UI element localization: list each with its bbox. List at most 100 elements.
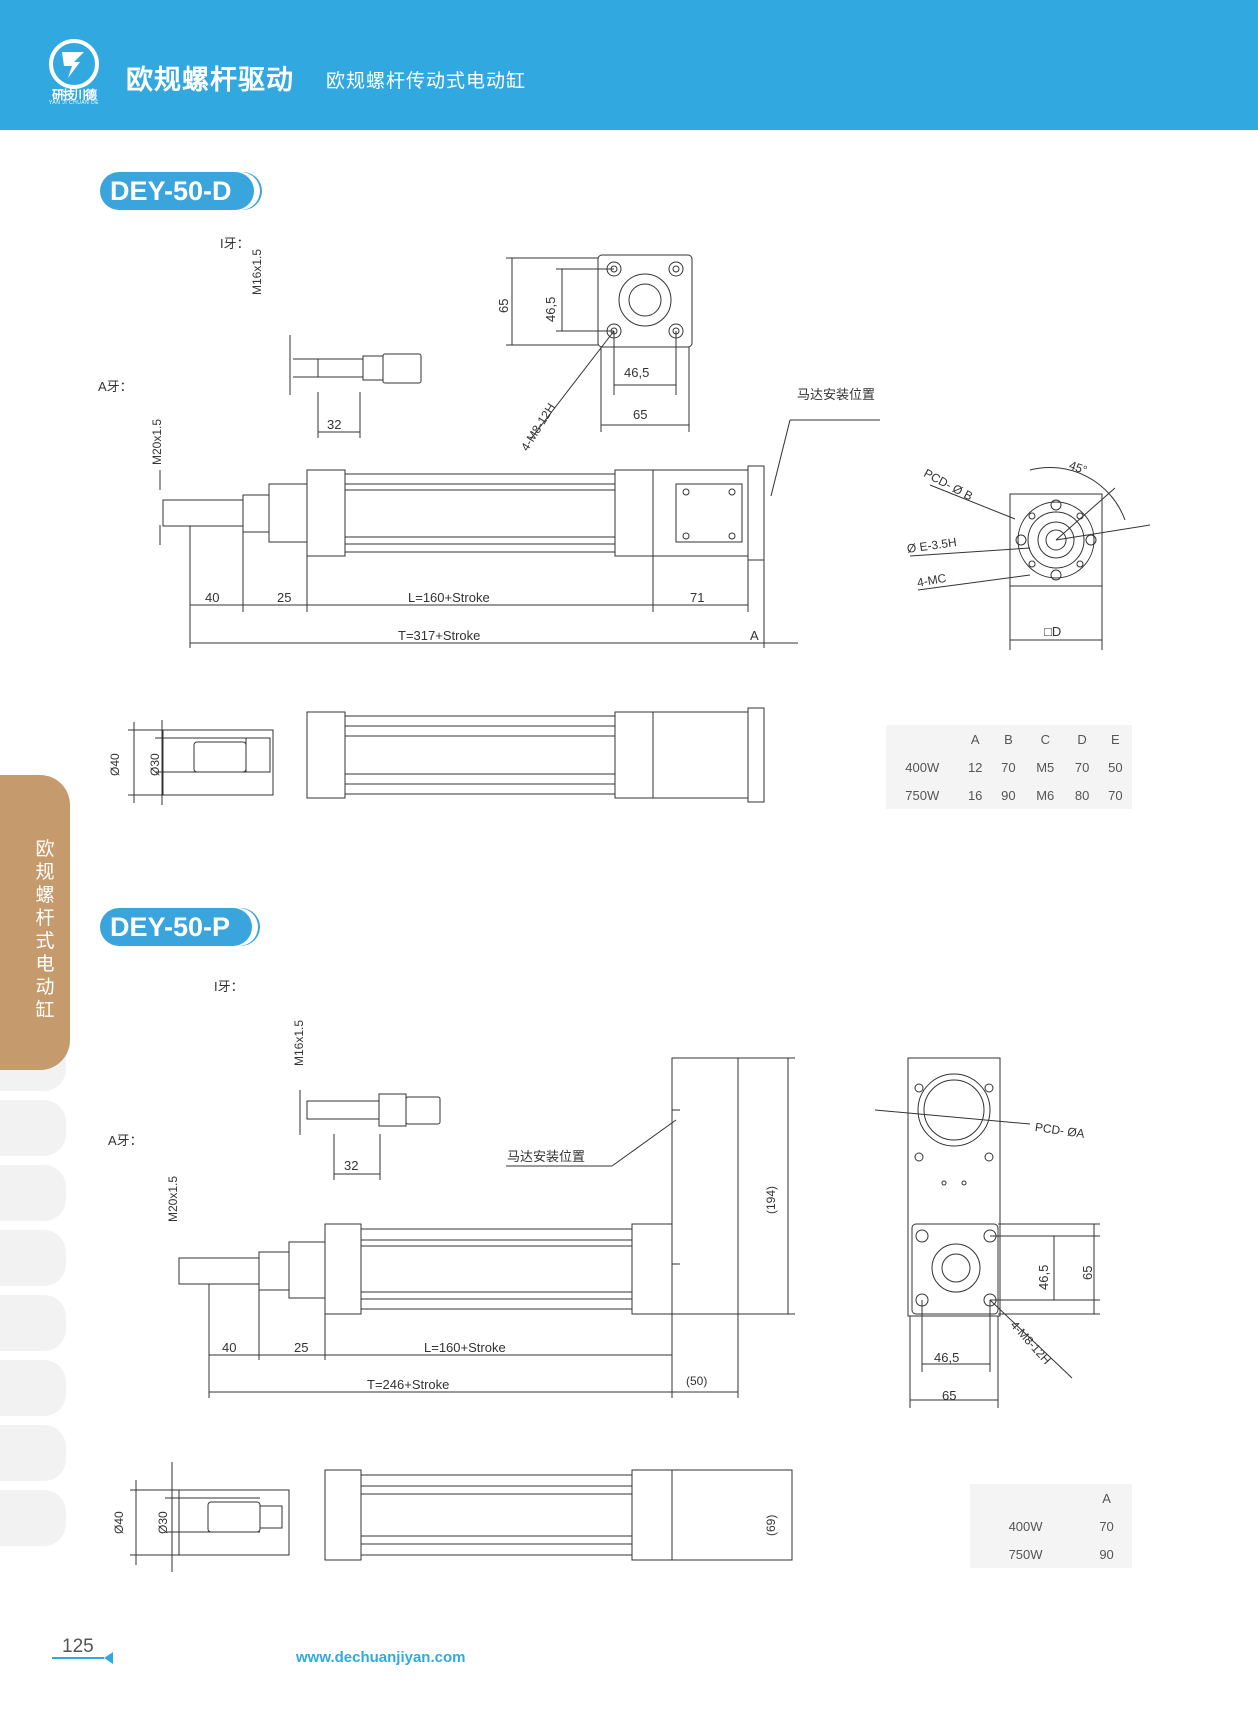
table-cell: 70 bbox=[1099, 1518, 1114, 1534]
table-header bbox=[970, 1484, 1081, 1512]
dim-dia40-d: Ø40 bbox=[108, 753, 122, 776]
motor-position-label-d: 马达安装位置 bbox=[797, 387, 876, 402]
dim-m16-d: M16x1.5 bbox=[250, 248, 264, 295]
side-tab-ghost bbox=[0, 1490, 66, 1546]
model-title-d: DEY-50-D bbox=[100, 172, 254, 210]
dim-dia30-p: Ø30 bbox=[156, 1511, 170, 1534]
label-a-thread-d: A牙： bbox=[98, 379, 133, 394]
dim-32-p: 32 bbox=[344, 1158, 359, 1173]
dim-46-5-horiz-d: 46,5 bbox=[624, 365, 650, 380]
table-cell: 750W bbox=[1008, 1546, 1043, 1562]
dim-32-d: 32 bbox=[327, 417, 342, 432]
side-tab-ghost bbox=[0, 1295, 66, 1351]
table-cell: 50 bbox=[1108, 759, 1123, 775]
table-header: E bbox=[1111, 731, 1120, 747]
label-i-thread-d: I牙： bbox=[220, 236, 250, 251]
table-header: B bbox=[1004, 731, 1013, 747]
dim-25-p: 25 bbox=[294, 1340, 309, 1355]
side-tab-ghost bbox=[0, 1165, 66, 1221]
table-cell: 16 bbox=[967, 787, 983, 803]
page-number: 125 bbox=[62, 1636, 94, 1657]
dim-65-horiz-p: 65 bbox=[942, 1388, 957, 1403]
page-header: 研技川德 YAN JI CHUAN DE 欧规螺杆驱动 欧规螺杆传动式电动缸 bbox=[0, 0, 1258, 130]
spec-table-d: A B C D E 400W 12 70 M5 70 50 750W 16 90… bbox=[886, 725, 1132, 809]
table-cell: 400W bbox=[1008, 1518, 1043, 1534]
table-cell: 12 bbox=[967, 759, 983, 775]
label-a-thread-p: A牙： bbox=[108, 1133, 143, 1148]
table-cell: 90 bbox=[1001, 787, 1016, 803]
bolt-spec-d: 4-M8-12H bbox=[518, 400, 559, 454]
table-header-row: A B C D E bbox=[886, 725, 1132, 753]
dim-65-horiz-d: 65 bbox=[633, 407, 648, 422]
table-header: A bbox=[1102, 1490, 1111, 1506]
side-tab-ghost bbox=[0, 1230, 66, 1286]
dim-65-vert-p: 65 bbox=[1080, 1265, 1095, 1280]
table-row: 400W 70 bbox=[970, 1512, 1132, 1540]
page-title: 欧规螺杆驱动 bbox=[126, 65, 294, 95]
dim-m20-p: M20x1.5 bbox=[166, 1175, 180, 1222]
dim-46-5-horiz-p: 46,5 bbox=[934, 1350, 960, 1365]
table-cell: 70 bbox=[1001, 759, 1016, 775]
table-row: 750W 90 bbox=[970, 1540, 1132, 1568]
dim-m20-d: M20x1.5 bbox=[150, 418, 164, 465]
mc-label: 4-MC bbox=[916, 570, 948, 590]
dim-m16-p: M16x1.5 bbox=[292, 1019, 306, 1066]
dim-46-5-vert-d: 46,5 bbox=[543, 296, 558, 322]
table-cell: M5 bbox=[1036, 759, 1055, 775]
dim-25-d: 25 bbox=[277, 590, 292, 605]
table-cell: 750W bbox=[905, 787, 940, 803]
table-cell: 90 bbox=[1099, 1546, 1114, 1562]
dim-dia30-d: Ø30 bbox=[148, 753, 162, 776]
dim-46-5-vert-p: 46,5 bbox=[1036, 1264, 1051, 1290]
dim-40-p: 40 bbox=[222, 1340, 237, 1355]
dim-a-d: A bbox=[750, 628, 759, 643]
side-category-label: 欧规螺杆式电动缸 bbox=[35, 839, 55, 1021]
dim-t-p: T=246+Stroke bbox=[367, 1377, 450, 1392]
table-row: 400W 12 70 M5 70 50 bbox=[886, 753, 1132, 781]
dim-194-p: (194) bbox=[764, 1185, 778, 1214]
angle-45-label: 45° bbox=[1067, 458, 1090, 478]
arrow-left-icon bbox=[104, 1652, 113, 1664]
brand-logo-icon bbox=[49, 39, 99, 89]
pcd-a-label: PCD- ØA bbox=[1034, 1120, 1086, 1141]
dim-40-d: 40 bbox=[205, 590, 220, 605]
side-tab-ghost bbox=[0, 1100, 66, 1156]
table-cell: M6 bbox=[1036, 787, 1055, 803]
page-number-underline bbox=[52, 1657, 104, 1659]
table-cell: 70 bbox=[1074, 759, 1090, 775]
table-header: A bbox=[970, 731, 980, 747]
page-subtitle: 欧规螺杆传动式电动缸 bbox=[326, 71, 527, 92]
bolt-spec-p: 4-M8-12H bbox=[1007, 1318, 1054, 1368]
label-i-thread-p: I牙： bbox=[214, 979, 244, 994]
spec-table-p: A 400W 70 750W 90 bbox=[970, 1484, 1132, 1568]
dim-l-d: L=160+Stroke bbox=[408, 590, 490, 605]
table-row: 750W 16 90 M6 80 70 bbox=[886, 781, 1132, 809]
dim-71-d: 71 bbox=[690, 590, 705, 605]
table-cell: 400W bbox=[905, 759, 940, 775]
dim-69-p: (69) bbox=[764, 1514, 778, 1536]
table-cell: 70 bbox=[1108, 787, 1123, 803]
e-hole-label: Ø E-3.5H bbox=[906, 535, 958, 556]
dim-t-d: T=317+Stroke bbox=[398, 628, 481, 643]
model-title-p: DEY-50-P bbox=[100, 908, 253, 946]
table-header-row: A bbox=[970, 1484, 1132, 1512]
dim-dia40-p: Ø40 bbox=[112, 1511, 126, 1534]
side-tab-ghost bbox=[0, 1360, 66, 1416]
side-category-tab[interactable] bbox=[0, 775, 70, 1070]
logo-subtext: YAN JI CHUAN DE bbox=[48, 100, 100, 106]
dim-50-p: (50) bbox=[686, 1374, 708, 1388]
dim-l-p: L=160+Stroke bbox=[424, 1340, 506, 1355]
logo-text: 研技川德 bbox=[51, 88, 97, 102]
table-header bbox=[886, 725, 959, 753]
website-link[interactable]: www.dechuanjiyan.com bbox=[296, 1649, 466, 1666]
table-cell: 80 bbox=[1074, 787, 1090, 803]
pcd-b-label: PCD- Ø B bbox=[921, 466, 976, 504]
table-header: D bbox=[1077, 731, 1087, 747]
dim-65-vert-d: 65 bbox=[496, 298, 511, 313]
motor-position-label-p: 马达安装位置 bbox=[507, 1149, 586, 1164]
table-header: C bbox=[1040, 731, 1050, 747]
side-tab-ghost bbox=[0, 1425, 66, 1481]
sq-d-label: □D bbox=[1044, 624, 1062, 639]
